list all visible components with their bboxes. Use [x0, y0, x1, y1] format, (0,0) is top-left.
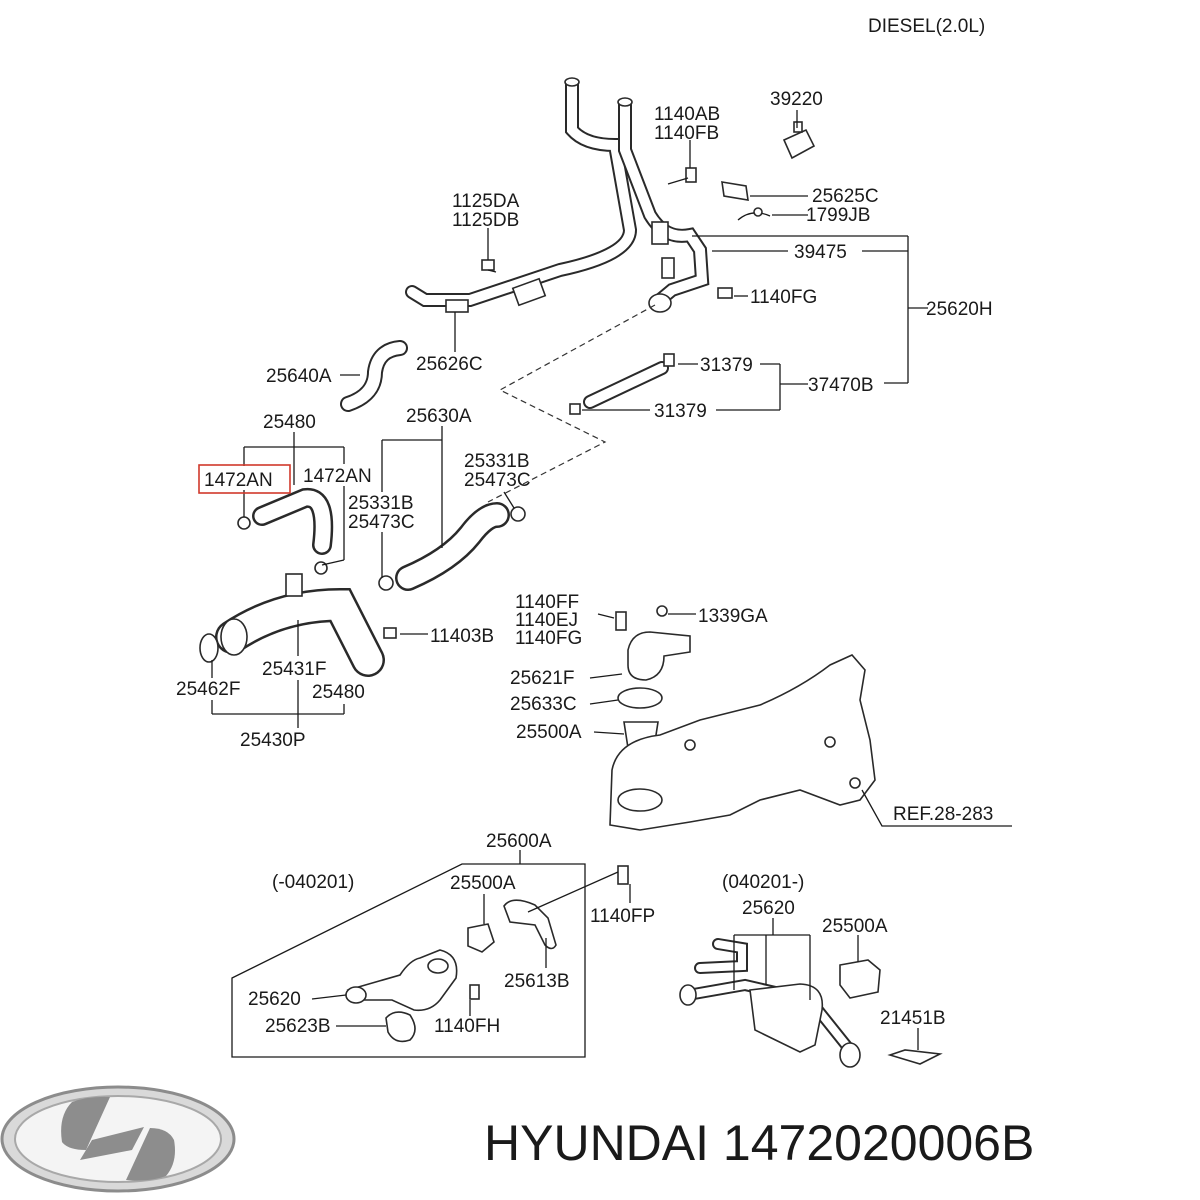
water-pipe-assembly — [405, 77, 710, 313]
label-25480-upper: 25480 — [263, 412, 316, 433]
label-1140AB: 1140AB — [654, 104, 720, 125]
label-25600A: 25600A — [486, 831, 552, 852]
label-1140EJ: 1140EJ — [515, 610, 578, 631]
lower-left-parts-icon — [345, 865, 629, 1043]
label-1472AN-highlighted: 1472AN — [204, 470, 273, 491]
label-25623B: 25623B — [265, 1016, 331, 1037]
pipe-25431F-icon — [199, 573, 397, 677]
hose-1472AN-icon — [237, 487, 334, 575]
label-25500A-lower-left: 25500A — [450, 873, 516, 894]
lower-left-leaders — [311, 871, 631, 1027]
hose-25630A-icon — [378, 502, 526, 591]
label-1140FG-lower: 1140FG — [515, 628, 582, 649]
cylinder-head-icon — [609, 654, 876, 831]
label-25331B-right: 25331B — [464, 451, 530, 472]
label-21451B: 21451B — [880, 1008, 946, 1029]
label-1125DB: 1125DB — [452, 210, 519, 231]
part-labels: 1140AB 1140FB 39220 25625C 1799JB 1125DA… — [176, 89, 993, 1037]
label-1799JB: 1799JB — [806, 205, 870, 226]
label-25620-right: 25620 — [742, 898, 795, 919]
label-31379-lower: 31379 — [654, 401, 707, 422]
label-25613B: 25613B — [504, 971, 570, 992]
bolt-1125DA-icon — [481, 259, 497, 273]
highlight-box-1472AN — [198, 464, 291, 494]
leader-lines — [211, 110, 1012, 827]
bolt-1140AB-icon — [667, 167, 697, 185]
label-range-after: (040201-) — [722, 872, 804, 893]
label-25473C-right: 25473C — [464, 470, 531, 491]
connector-39220-icon — [782, 121, 816, 160]
bolt-1140FG-icon — [717, 287, 733, 299]
lower-right-parts-icon — [679, 938, 943, 1068]
label-1140FF: 1140FF — [515, 592, 579, 613]
group-frame-25600A — [231, 863, 586, 1058]
label-25480-lower: 25480 — [312, 682, 365, 703]
label-25500A-lower-right: 25500A — [822, 916, 888, 937]
label-25640A: 25640A — [266, 366, 332, 387]
label-1140FP: 1140FP — [590, 906, 655, 927]
label-25620-left: 25620 — [248, 989, 301, 1010]
label-ref-28-283: REF.28-283 — [893, 804, 993, 825]
label-1140FG: 1140FG — [750, 287, 817, 308]
brand-part-number: HYUNDAI 1472020006B — [484, 1115, 1034, 1171]
label-39220: 39220 — [770, 89, 823, 110]
label-25620H: 25620H — [926, 299, 993, 320]
label-25630A: 25630A — [406, 406, 472, 427]
label-25462F: 25462F — [176, 679, 240, 700]
clip-1799JB-icon — [737, 207, 771, 221]
hose-25640A-icon — [340, 340, 408, 412]
label-1140FH: 1140FH — [434, 1016, 500, 1037]
label-25625C: 25625C — [812, 186, 879, 207]
label-25430P: 25430P — [240, 730, 306, 751]
label-1140FB: 1140FB — [654, 123, 719, 144]
dashed-link — [487, 304, 656, 503]
bracket-25625C-icon — [721, 181, 749, 201]
label-25633C: 25633C — [510, 694, 577, 715]
label-1339GA: 1339GA — [698, 606, 768, 627]
label-11403B: 11403B — [430, 626, 494, 647]
lower-right-leaders — [733, 918, 919, 1050]
label-25621F: 25621F — [510, 668, 574, 689]
label-1125DA: 1125DA — [452, 191, 520, 212]
label-25331B-left: 25331B — [348, 493, 414, 514]
label-31379-upper: 31379 — [700, 355, 753, 376]
label-range-before: (-040201) — [272, 872, 354, 893]
label-25431F: 25431F — [262, 659, 326, 680]
engine-label: DIESEL(2.0L) — [868, 16, 985, 37]
label-1472AN: 1472AN — [303, 466, 372, 487]
label-25473C-left: 25473C — [348, 512, 415, 533]
thermostat-housing-icon — [615, 605, 691, 749]
label-25626C: 25626C — [416, 354, 483, 375]
label-39475: 39475 — [794, 242, 847, 263]
pipe-37470B-icon — [569, 353, 675, 415]
hyundai-logo-icon — [0, 1085, 236, 1193]
label-25500A-middle: 25500A — [516, 722, 582, 743]
label-37470B: 37470B — [808, 375, 874, 396]
